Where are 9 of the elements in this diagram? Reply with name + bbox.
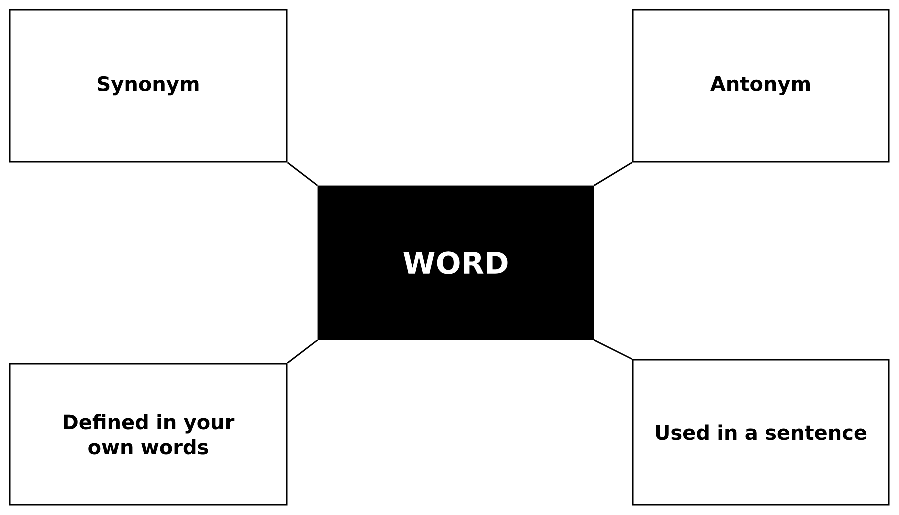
connector-line <box>287 162 318 186</box>
term-box: Defined in your own words <box>9 363 288 506</box>
center-word-box: WORD <box>318 186 594 340</box>
connector-line <box>594 162 633 186</box>
term-box: Antonym <box>632 9 890 163</box>
connector-line <box>594 340 633 360</box>
term-box: Used in a sentence <box>632 359 890 506</box>
term-box: Synonym <box>9 9 288 163</box>
connector-line <box>287 340 318 364</box>
